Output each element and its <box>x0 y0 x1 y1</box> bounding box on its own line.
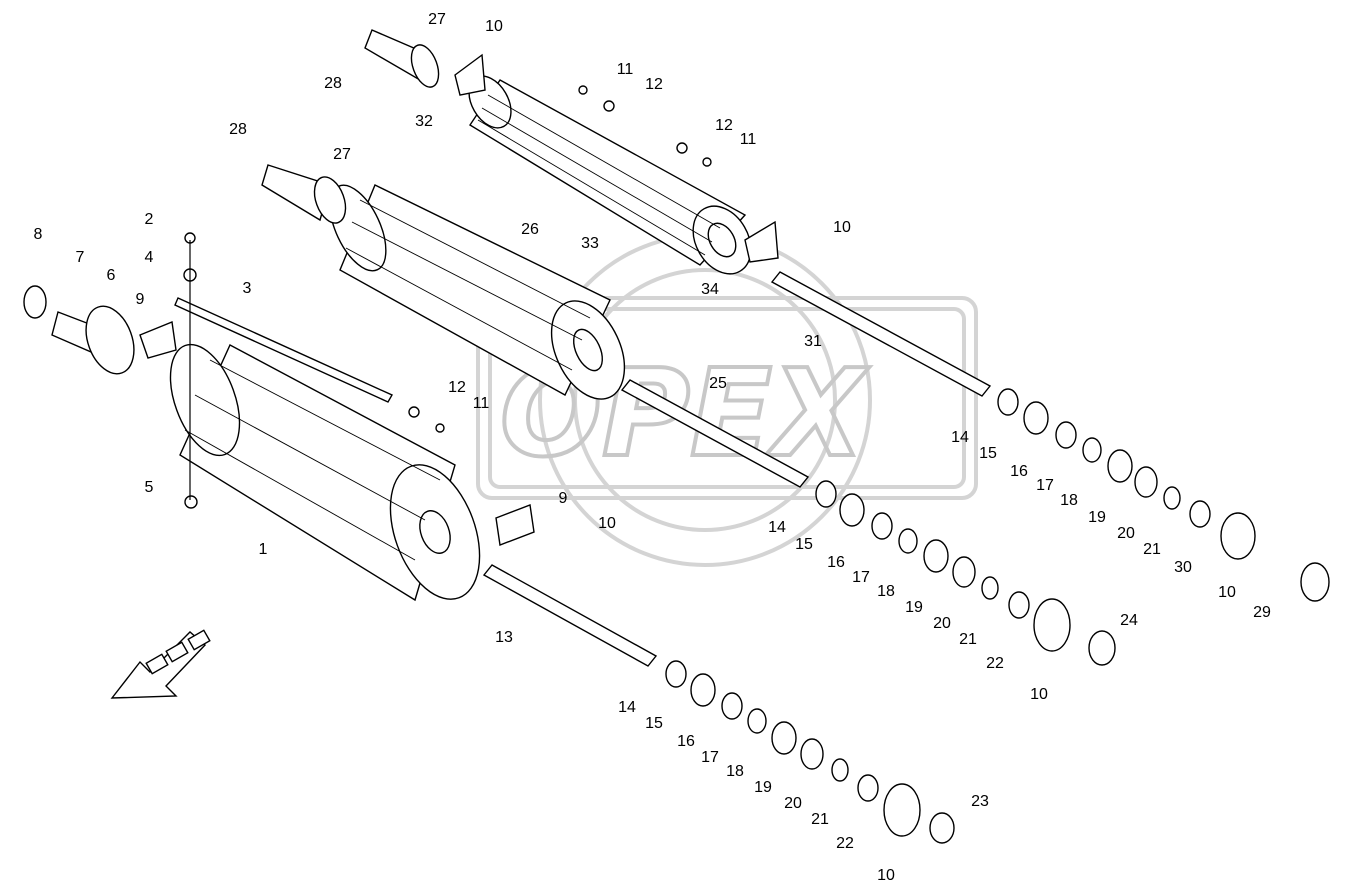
shaft-13 <box>482 564 658 667</box>
callout-label: 20 <box>784 795 802 812</box>
callout-label: 17 <box>1036 477 1054 494</box>
callout-label: 14 <box>768 519 786 536</box>
callout-label: 29 <box>1253 604 1271 621</box>
bearing-stack-lower <box>665 660 955 844</box>
callout-label: 9 <box>559 490 568 507</box>
callout-label: 32 <box>415 113 433 130</box>
callout-label: 11 <box>617 61 634 78</box>
callout-label: 20 <box>1117 525 1135 542</box>
callout-label: 19 <box>1088 509 1106 526</box>
callout-label: 12 <box>715 117 733 134</box>
callout-label: 14 <box>618 699 636 716</box>
callout-label: 8 <box>34 226 43 243</box>
callout-label: 21 <box>1143 541 1161 558</box>
callout-label: 5 <box>145 479 154 496</box>
callout-label: 1 <box>259 541 268 558</box>
callout-label: 7 <box>76 249 85 266</box>
callout-label: 16 <box>827 554 845 571</box>
callout-label: 4 <box>145 249 154 266</box>
callout-label: 11 <box>740 131 757 148</box>
callout-label: 2 <box>145 211 154 228</box>
callout-label: 20 <box>933 615 951 632</box>
callout-label: 15 <box>979 445 997 462</box>
callout-label: 10 <box>1030 686 1048 703</box>
callout-label: 10 <box>833 219 851 236</box>
callout-label: 25 <box>709 375 727 392</box>
callout-label: 28 <box>324 75 342 92</box>
callout-label: 18 <box>877 583 895 600</box>
shaft-25 <box>620 379 810 488</box>
roller-33 <box>468 75 752 275</box>
callout-label: 13 <box>495 629 513 646</box>
callout-label: 27 <box>428 11 446 28</box>
callout-label: 3 <box>243 280 252 297</box>
hardware <box>139 53 779 546</box>
callout-label: 18 <box>1060 492 1078 509</box>
callout-label: 6 <box>107 267 116 284</box>
shaft-31 <box>770 271 992 397</box>
callout-label: 14 <box>951 429 969 446</box>
callout-label: 10 <box>598 515 616 532</box>
roller-1 <box>169 297 481 602</box>
bearing-stack-middle <box>815 480 1116 666</box>
callout-label: 12 <box>448 379 466 396</box>
callout-label: 18 <box>726 763 744 780</box>
bracket-34 <box>744 220 779 263</box>
bracket-32 <box>454 53 486 96</box>
callout-label: 10 <box>1218 584 1236 601</box>
callout-label: 31 <box>804 333 822 350</box>
callout-label: 12 <box>645 76 663 93</box>
callout-label: 11 <box>473 395 490 412</box>
callout-label: 19 <box>905 599 923 616</box>
callout-label: 30 <box>1174 559 1192 576</box>
callout-label: 28 <box>229 121 247 138</box>
bracket-9a <box>139 321 177 359</box>
stub-shaft-27b <box>261 164 331 222</box>
callout-label: 21 <box>811 811 829 828</box>
callout-label: 22 <box>836 835 854 852</box>
callout-label: 17 <box>852 569 870 586</box>
callout-label: 16 <box>677 733 695 750</box>
callout-label: 15 <box>645 715 663 732</box>
callout-label: 10 <box>485 18 503 35</box>
callout-label: 10 <box>877 867 895 884</box>
callout-label: 21 <box>959 631 977 648</box>
callout-label: 27 <box>333 146 351 163</box>
callout-label: 34 <box>701 281 719 298</box>
arrow-down-left-icon <box>110 629 211 699</box>
callout-label: 15 <box>795 536 813 553</box>
callout-label: 22 <box>986 655 1004 672</box>
callout-label: 26 <box>521 221 539 238</box>
callout-label: 17 <box>701 749 719 766</box>
bearing-stack-upper <box>997 388 1330 602</box>
callout-label: 9 <box>136 291 145 308</box>
callout-label: 16 <box>1010 463 1028 480</box>
shafts <box>23 29 992 667</box>
callout-label: 19 <box>754 779 772 796</box>
callout-label: 24 <box>1120 612 1138 629</box>
callout-label: 23 <box>971 793 989 810</box>
callout-label: 33 <box>581 235 599 252</box>
bracket-9b <box>495 504 535 546</box>
